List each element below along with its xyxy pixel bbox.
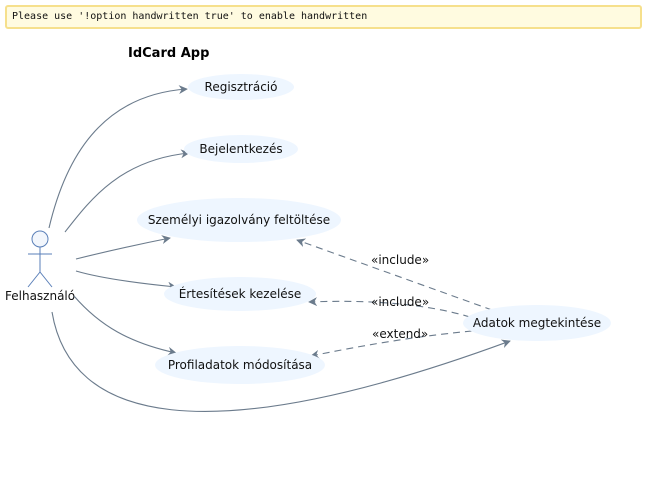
warning-banner: Please use '!option handwritten true' to…: [5, 5, 642, 29]
actor-right-leg: [39, 271, 53, 288]
edge-actor-notifications: [75, 270, 177, 291]
use-case-registration-label: Regisztráció: [205, 80, 278, 94]
actor-label: Felhasználó: [5, 289, 75, 303]
use-case-notifications-label: Értesítések kezelése: [179, 286, 302, 301]
edge-actor-view-data: [51, 311, 511, 412]
use-case-id-upload[interactable]: Személyi igazolvány feltöltése: [137, 198, 341, 242]
use-case-id-upload-label: Személyi igazolvány feltöltése: [148, 213, 330, 227]
actor-head-icon: [31, 230, 49, 248]
relation-label-extend-1: «extend»: [372, 327, 428, 341]
diagram-title: IdCard App: [128, 46, 209, 61]
warning-banner-text: Please use '!option handwritten true' to…: [12, 11, 368, 22]
relation-label-include-2: «include»: [371, 295, 429, 309]
actor-felhasznalo[interactable]: Felhasználó: [5, 230, 75, 303]
edge-actor-login: [64, 149, 190, 233]
use-case-profile-edit-label: Profiladatok módosítása: [168, 358, 312, 372]
use-case-profile-edit[interactable]: Profiladatok módosítása: [155, 346, 325, 384]
use-case-login[interactable]: Bejelentkezés: [184, 135, 298, 163]
use-case-login-label: Bejelentkezés: [199, 142, 282, 156]
edge-actor-id-upload: [75, 235, 171, 260]
use-case-view-data-label: Adatok megtekintése: [473, 316, 601, 330]
edge-actor-profile-edit: [73, 295, 177, 356]
edge-extend-profile-edit: [310, 330, 473, 359]
use-case-notifications[interactable]: Értesítések kezelése: [164, 277, 316, 311]
edge-include-notifications: [308, 297, 471, 318]
relation-label-include-1: «include»: [371, 253, 429, 267]
edge-actor-registration: [48, 85, 188, 229]
use-case-registration[interactable]: Regisztráció: [188, 74, 294, 100]
edge-include-id-upload: [296, 238, 493, 311]
actor-left-leg: [27, 271, 41, 288]
use-case-view-data[interactable]: Adatok megtekintése: [463, 305, 611, 341]
